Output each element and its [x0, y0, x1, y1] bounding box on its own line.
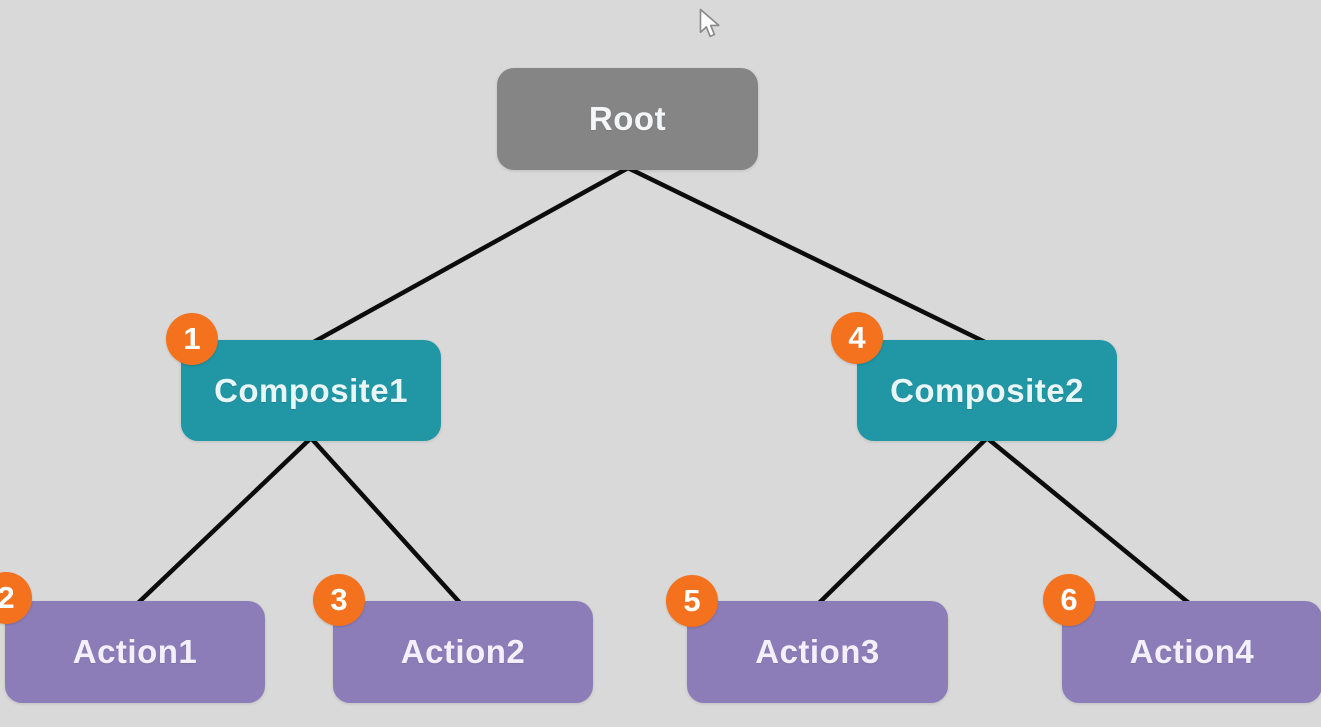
edge-root-composite2 — [625, 165, 990, 346]
node-composite1: Composite1 — [181, 340, 441, 441]
edge-root-composite1 — [309, 165, 631, 346]
node-action4-label: Action4 — [1129, 633, 1255, 670]
edge-composite1-action2 — [308, 435, 464, 607]
node-composite2-label: Composite2 — [890, 371, 1084, 409]
node-action4: Action4 — [1062, 601, 1321, 703]
node-action2-label: Action2 — [400, 633, 526, 670]
node-action3: Action3 — [687, 601, 948, 703]
node-composite1-label: Composite1 — [214, 371, 408, 409]
mouse-cursor-icon — [699, 8, 720, 38]
order-badge-4: 4 — [831, 312, 883, 364]
order-badge-5: 5 — [666, 575, 718, 627]
node-action1: Action1 — [5, 601, 265, 703]
edge-composite1-action1 — [134, 435, 314, 607]
edge-composite2-action4 — [984, 435, 1193, 607]
order-badge-3: 3 — [313, 574, 365, 626]
order-badge-3-number: 3 — [330, 582, 348, 617]
order-badge-2-number: 2 — [0, 580, 15, 615]
node-action3-label: Action3 — [755, 633, 880, 670]
order-badge-1-number: 1 — [183, 321, 201, 356]
order-badge-6-number: 6 — [1060, 582, 1078, 617]
node-action1-label: Action1 — [72, 633, 198, 670]
node-composite2: Composite2 — [857, 340, 1117, 441]
order-badge-1: 1 — [166, 313, 218, 365]
edge-composite2-action3 — [815, 435, 990, 607]
order-badge-5-number: 5 — [683, 583, 701, 618]
order-badge-4-number: 4 — [848, 320, 866, 355]
node-action2: Action2 — [333, 601, 593, 703]
node-root: Root — [497, 68, 758, 170]
node-root-label: Root — [588, 100, 667, 137]
order-badge-6: 6 — [1043, 574, 1095, 626]
